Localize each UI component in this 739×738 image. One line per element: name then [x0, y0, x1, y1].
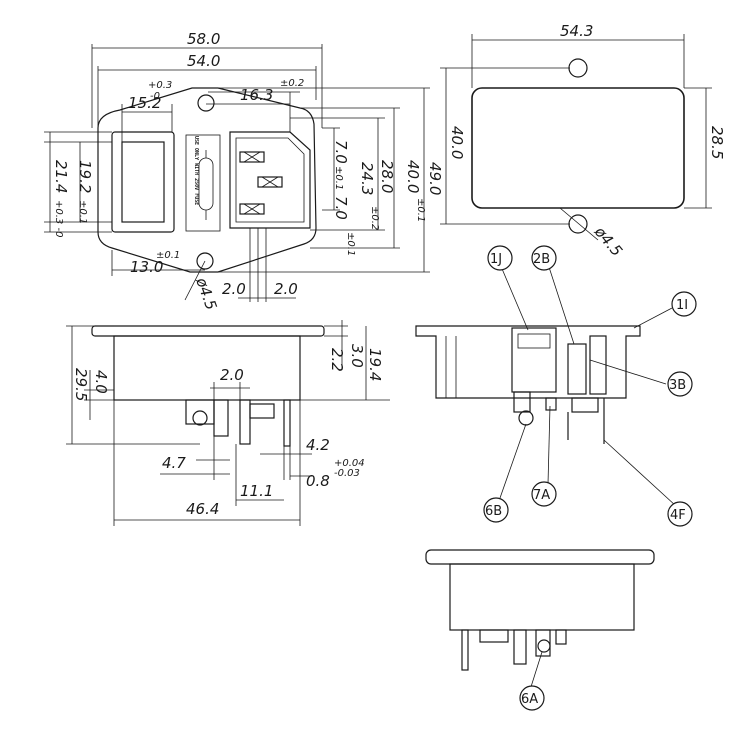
tol-switch-height: ±0.1	[77, 200, 88, 224]
tol-switch-outer: +0.3 -0	[53, 200, 64, 237]
side-dim-term-offset: 4.7	[162, 454, 186, 472]
tol-width-plus: +0.3	[148, 80, 172, 91]
callout-4F: 4F	[670, 508, 686, 523]
callout-1J: 1J	[490, 252, 502, 267]
dim-flange-height: 40.0	[404, 160, 422, 193]
side-fuse-cap	[192, 410, 208, 426]
inlet-pin-mid	[257, 176, 283, 188]
bottom-flange	[425, 549, 655, 565]
side-dim-flange-gap: 2.2	[328, 348, 346, 372]
side-tol-term-plus: +0.04	[334, 458, 365, 469]
dim-body-height: 28.0	[378, 160, 396, 193]
side-terminal-block-a	[185, 399, 215, 425]
dim-pin-pitch-a: 7.0	[332, 140, 350, 164]
dim-width-outer: 58.0	[187, 30, 220, 48]
tol-pin-pitch-a: ±0.1	[333, 166, 344, 190]
fuse-panel	[185, 134, 221, 232]
callout-6B: 6B	[485, 504, 502, 519]
callout-6A: 6A	[521, 692, 538, 707]
tol-flange-height: ±0.1	[415, 198, 426, 222]
cutout-dim-hole: ø4.5	[590, 222, 626, 260]
switch-frame	[111, 131, 175, 233]
side-dim-term-thk: 0.8	[306, 472, 330, 490]
bottom-view: 6A	[425, 549, 655, 711]
top-view-hole-bottom	[196, 252, 214, 270]
bottom-body	[449, 563, 635, 631]
section-fuse-holder	[567, 343, 587, 395]
side-dim-total-height: 29.5	[72, 368, 90, 401]
top-view-flange-outline	[97, 87, 317, 273]
tol-inlet: ±0.2	[280, 78, 304, 89]
side-flange	[91, 325, 325, 337]
section-view: 1J 2B 1I 3B 6B 7A 4F	[415, 245, 697, 527]
switch-rocker	[121, 141, 165, 223]
inlet-pin-bottom	[239, 203, 265, 215]
side-view: 3.0 2.2 19.4 29.5 4.0 2.0 4.2 4.7 11.1 0…	[66, 320, 390, 526]
side-body	[113, 335, 301, 401]
dim-total-height: 49.0	[426, 162, 444, 195]
tol-width-minus: -0	[150, 91, 160, 102]
callout-1I: 1I	[676, 298, 688, 313]
side-tol-term-minus: -0.03	[334, 468, 360, 479]
top-view: USE ONLY WITH 250V FUSE	[44, 30, 444, 312]
cutout-dim-width: 54.3	[560, 22, 593, 40]
tol-pin-pitch-b: ±0.1	[345, 232, 356, 256]
cutout-rect	[471, 87, 685, 209]
dim-switch-height-outer: 21.4	[52, 160, 70, 193]
top-view-hole-top	[197, 94, 215, 112]
inlet-pin-top	[239, 151, 265, 163]
dim-hole-offset: 13.0	[130, 258, 163, 276]
dim-inlet-height: 24.3	[358, 162, 376, 195]
callout-7A: 7A	[533, 488, 550, 503]
side-dim-depth: 19.4	[366, 348, 384, 381]
dim-pin-pitch-b: 7.0	[332, 196, 350, 220]
cutout-hole-top	[568, 58, 588, 78]
dim-switch-height: 19.2	[76, 160, 94, 193]
side-dim-flange-thk: 3.0	[348, 344, 366, 368]
dim-hole-dia: ø4.5	[192, 274, 221, 312]
dim-switch-offset: 15.2	[128, 94, 161, 112]
callout-3B: 3B	[669, 378, 686, 393]
cutout-dim-height-inner: 28.5	[708, 126, 726, 159]
dim-inlet-offset: 16.3	[240, 86, 273, 104]
iec-inlet-outline	[229, 131, 311, 229]
dim-pin-w-a: 2.0	[222, 280, 246, 298]
side-dim-term-gap: 4.2	[306, 436, 330, 454]
dim-pin-w-b: 2.0	[274, 280, 298, 298]
tol-hole: ±0.1	[156, 250, 180, 261]
section-flange	[415, 325, 641, 399]
tol-inlet-height: ±0.2	[369, 206, 380, 230]
cutout-view: 54.3 40.0 28.5 ø4.5	[440, 22, 726, 260]
side-dim-term-pitch: 11.1	[240, 482, 273, 500]
side-dim-step: 4.0	[92, 370, 110, 394]
dim-width-inner: 54.0	[187, 52, 220, 70]
callout-2B: 2B	[533, 252, 550, 267]
fuse-symbol	[198, 157, 214, 211]
cutout-dim-height-outer: 40.0	[448, 126, 466, 159]
side-dim-body-width: 46.4	[186, 500, 219, 518]
fuse-label: USE ONLY WITH 250V FUSE	[193, 136, 199, 205]
side-dim-term-w: 2.0	[220, 366, 244, 384]
section-switch-body	[511, 327, 557, 393]
